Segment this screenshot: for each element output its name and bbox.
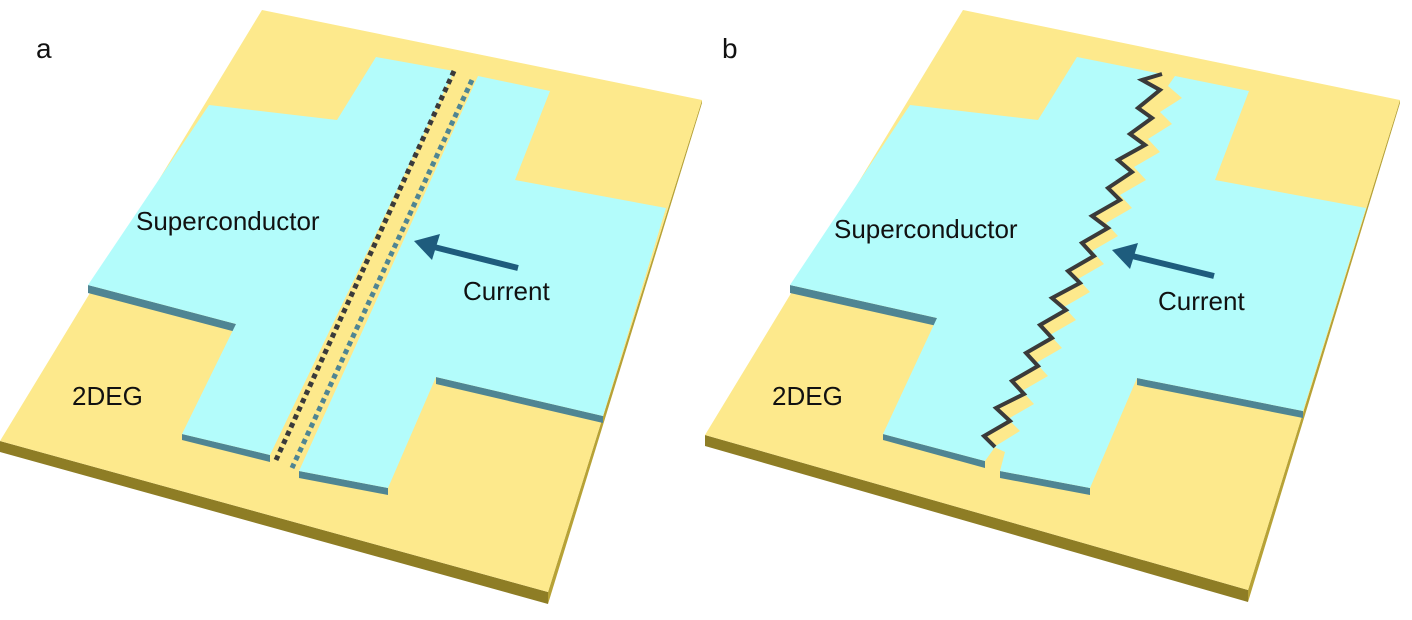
- substrate-left-face-b: [705, 435, 1248, 602]
- superconductor-right-b: [994, 76, 1366, 495]
- twodeg-label-a: 2DEG: [72, 381, 143, 411]
- superconductor-left-edge-bottom-b: [883, 434, 985, 468]
- superconductor-label-a: Superconductor: [136, 206, 320, 236]
- current-label-b: Current: [1158, 286, 1245, 316]
- arrow-left-icon-b: [1112, 243, 1215, 279]
- superconductor-right-edge-bottom-b: [1000, 471, 1090, 495]
- twodeg-label-b: 2DEG: [772, 381, 843, 411]
- panel-b: b Superconductor Current 2DEG: [705, 10, 1400, 602]
- superconductor-left: [88, 57, 454, 462]
- superconductor-right-edge-bottom: [299, 471, 388, 495]
- superconductor-left-edge-bottom: [182, 434, 270, 462]
- superconductor-right-edge-front: [436, 377, 603, 423]
- panel-label-b: b: [722, 33, 738, 64]
- superconductor-right-top: [299, 76, 666, 488]
- substrate-front-face-b: [1248, 100, 1400, 602]
- superconductor-right-edge-front-b: [1137, 378, 1303, 418]
- superconductor-label-b: Superconductor: [834, 214, 1018, 244]
- arrow-left-icon: [414, 234, 519, 271]
- superconductor-left-top-b: [790, 57, 1162, 461]
- superconductor-right-top-b: [994, 76, 1366, 488]
- substrate-front-face: [548, 100, 702, 604]
- superconductor-left-edge-b: [790, 285, 937, 326]
- superconductor-left-top: [88, 57, 454, 455]
- superconductor-left-b: [790, 57, 1162, 468]
- superconductor-right: [299, 76, 666, 495]
- current-label-a: Current: [463, 276, 550, 306]
- junction-b-edge: [980, 72, 1164, 449]
- superconductor-left-edge: [88, 285, 236, 332]
- substrate-left-face: [0, 441, 548, 604]
- panel-a: a Superconductor Current 2DEG: [0, 10, 702, 604]
- panel-label-a: a: [36, 33, 52, 64]
